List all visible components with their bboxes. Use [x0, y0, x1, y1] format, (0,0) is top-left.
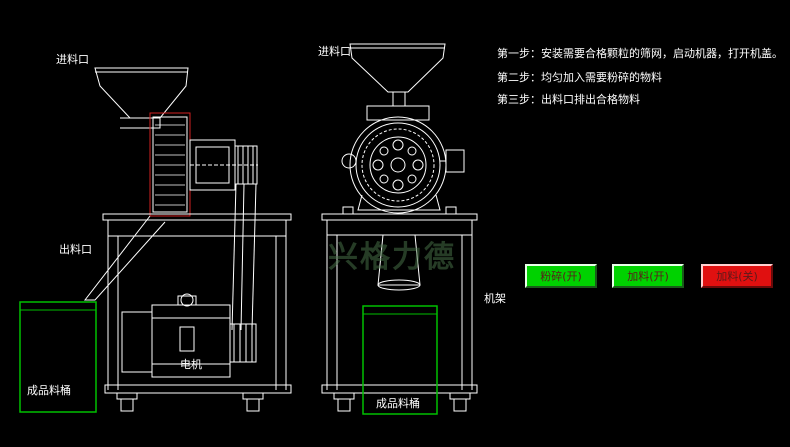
- step-1-text: 第一步：安装需要合格颗粒的筛网，启动机器，打开机盖。: [497, 47, 783, 60]
- product-bin-left: [19, 301, 97, 413]
- step-2-text: 第二步：均匀加入需要粉碎的物料: [497, 71, 662, 84]
- bin-label-left: 成品料桶: [27, 384, 71, 397]
- inlet-label-right: 进料口: [318, 45, 351, 58]
- frame-label: 机架: [484, 292, 506, 305]
- step-3-text: 第三步：出料口排出合格物料: [497, 93, 640, 106]
- feed-off-button[interactable]: 加料(关): [701, 264, 773, 288]
- product-bin-right: [362, 305, 438, 415]
- outlet-label: 出料口: [59, 243, 92, 256]
- motor-label: 电机: [180, 358, 202, 371]
- bin-label-right: 成品料桶: [376, 397, 420, 410]
- front-view-machine: [321, 43, 478, 412]
- crush-on-button[interactable]: 粉碎(开): [525, 264, 597, 288]
- inlet-label-left: 进料口: [56, 53, 89, 66]
- side-view-machine: [83, 67, 292, 412]
- feed-on-button[interactable]: 加料(开): [612, 264, 684, 288]
- watermark-logo: 兴格力德: [328, 240, 456, 275]
